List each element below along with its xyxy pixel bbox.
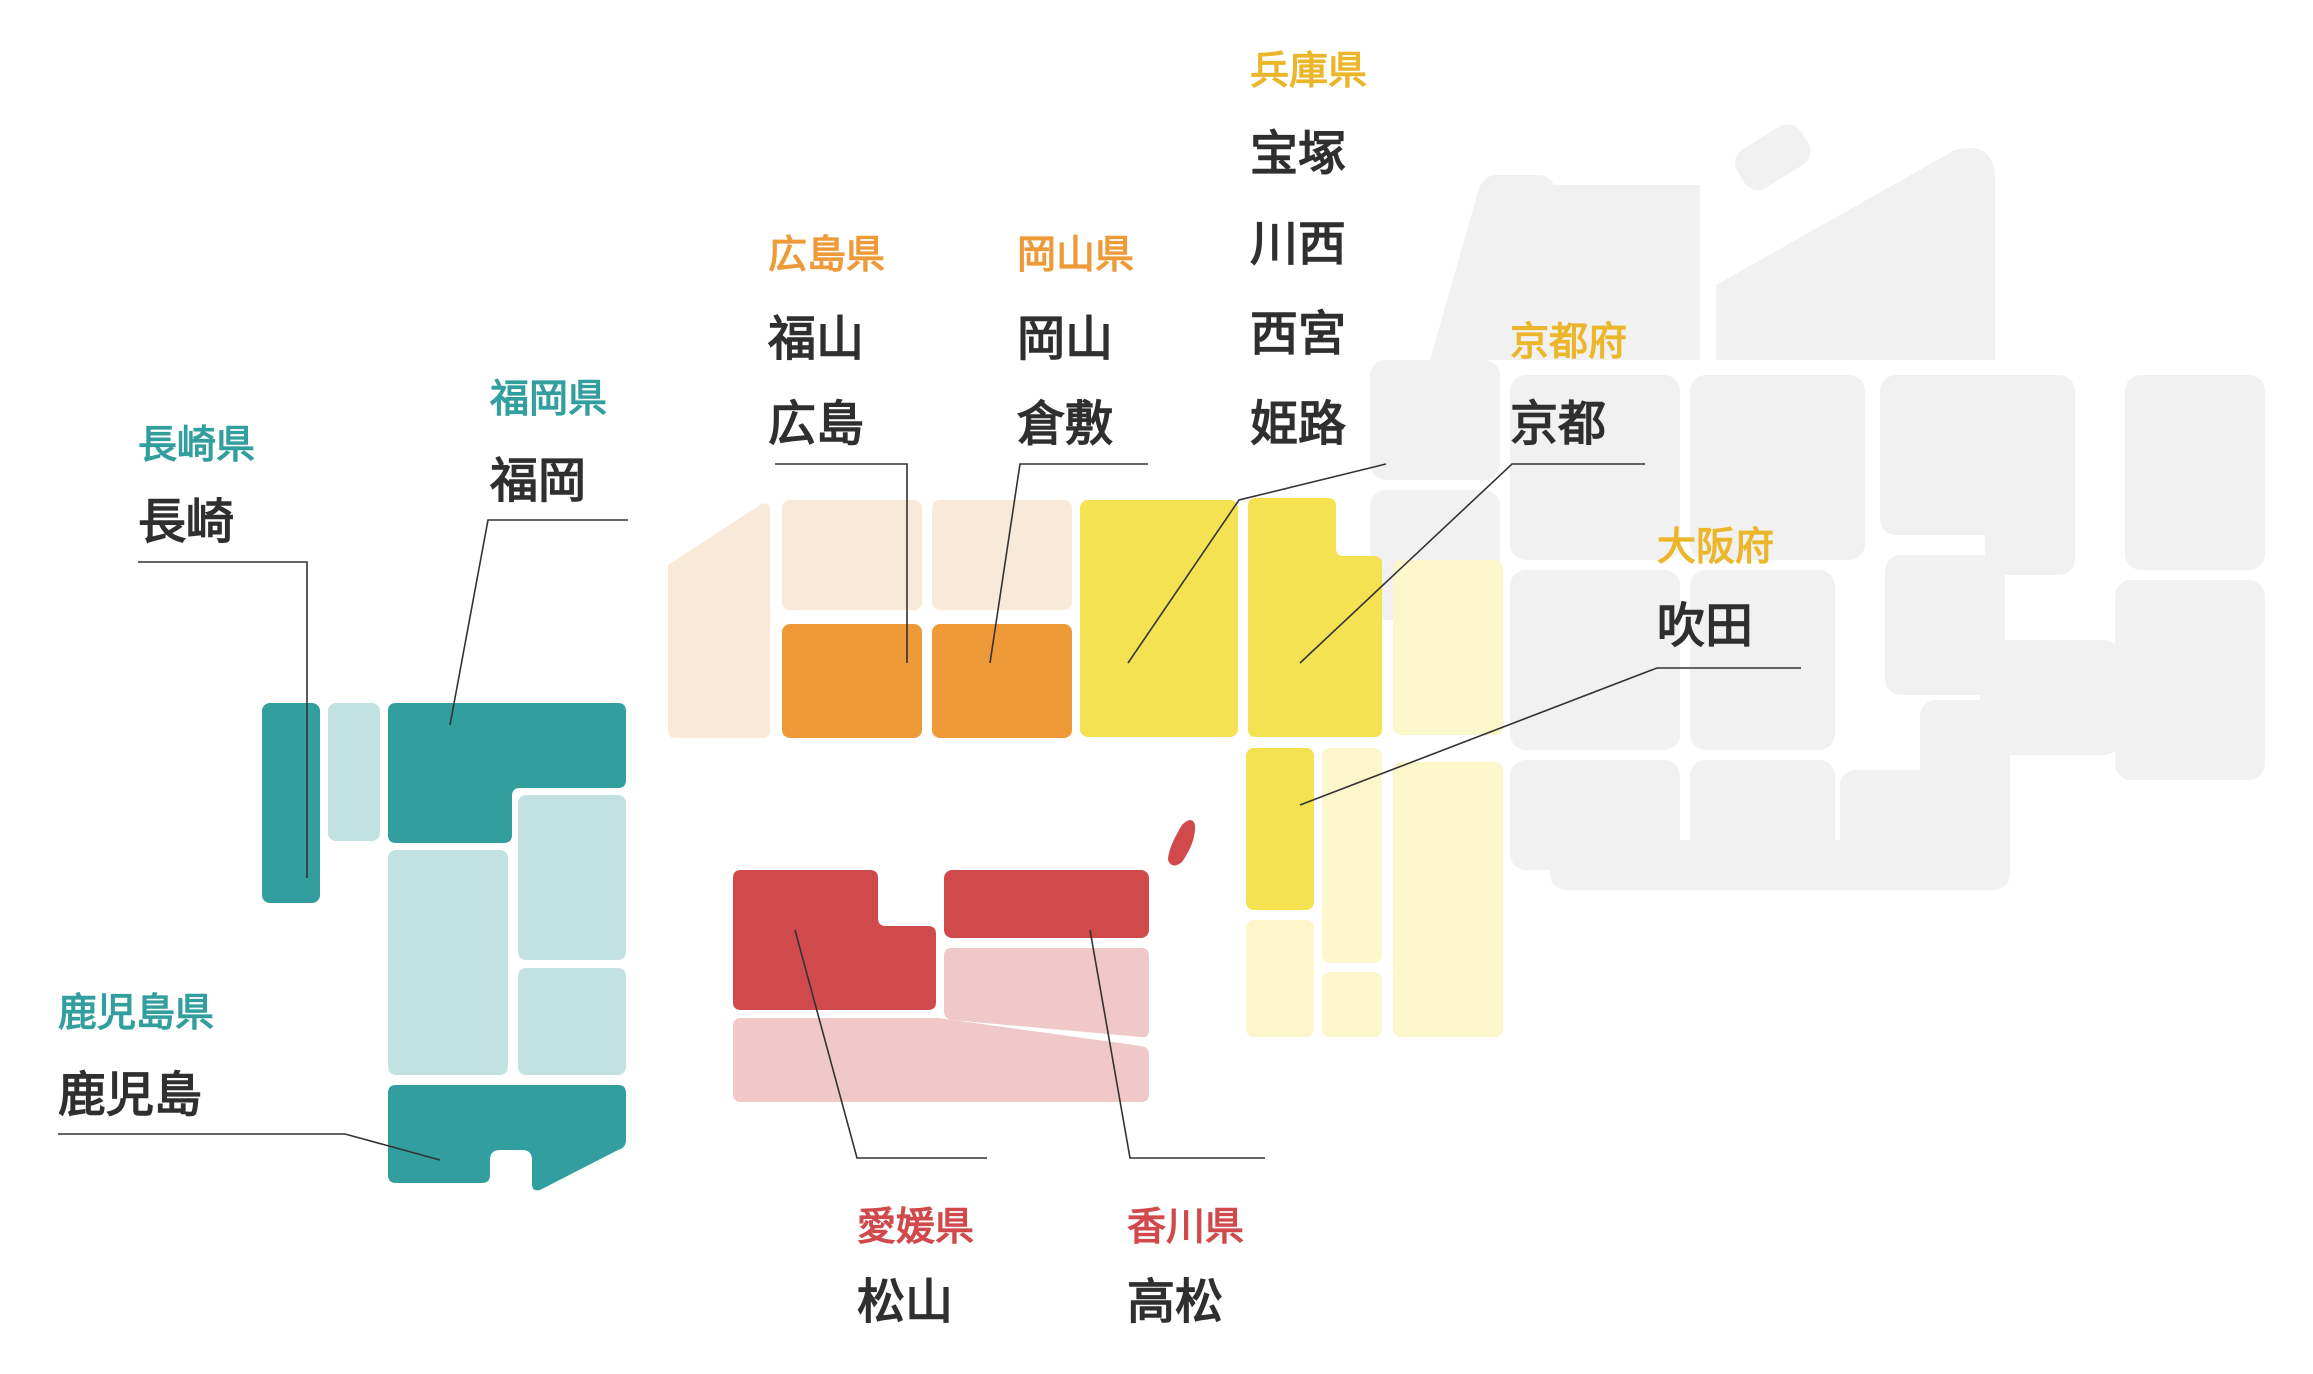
gray-block: [1735, 124, 1811, 191]
osaka-leader: [1299, 667, 1801, 806]
chugoku-region: [668, 500, 1072, 738]
oita-region: [518, 795, 626, 960]
awaji-island: [1168, 820, 1196, 866]
gray-block: [1980, 640, 2120, 755]
gray-block: [1716, 148, 1995, 360]
city-label-himeji: 姫路: [1250, 396, 1347, 452]
kochi-region: [733, 1018, 1149, 1102]
gray-block: [1480, 175, 1555, 275]
kagawa-region: [944, 870, 1149, 938]
miyazaki-region: [518, 968, 626, 1075]
leader-lines: [58, 463, 1801, 1161]
label-osaka: 大阪府 吹田: [1657, 525, 1774, 654]
city-label-hiroshima: 広島: [768, 396, 864, 452]
gray-block: [1550, 840, 1950, 890]
shimane-west-region: [782, 500, 922, 610]
saga-region: [328, 703, 380, 841]
city-label-kawanishi: 川西: [1250, 216, 1346, 272]
pref-label-osaka: 大阪府: [1657, 525, 1774, 570]
nagasaki-region: [262, 703, 320, 903]
pref-label-okayama: 岡山県: [1017, 233, 1134, 278]
hiroshima-leader: [775, 463, 908, 663]
gray-block: [2125, 375, 2265, 570]
pref-label-hyogo: 兵庫県: [1250, 49, 1367, 94]
city-label-kurashiki: 倉敷: [1016, 396, 1113, 452]
label-kyoto: 京都府 京都: [1510, 320, 1627, 452]
gray-block: [1920, 700, 2010, 890]
city-label-nagasaki: 長崎: [138, 494, 234, 550]
hyogo-leader: [1127, 463, 1387, 664]
kagawa-leader: [1089, 929, 1265, 1159]
kagoshima-leader: [58, 1133, 441, 1161]
pref-label-fukuoka: 福岡県: [489, 377, 607, 422]
ehime-leader: [794, 929, 987, 1159]
gray-block: [1510, 375, 1680, 560]
pref-label-ehime: 愛媛県: [857, 1205, 974, 1250]
city-label-kyoto: 京都: [1510, 396, 1606, 452]
kyoto-region: [1393, 560, 1503, 735]
city-label-matsuyama: 松山: [857, 1274, 953, 1330]
city-label-takarazuka: 宝塚: [1250, 126, 1346, 182]
label-hiroshima: 広島県 福山 広島: [767, 233, 885, 452]
gray-block: [2115, 580, 2265, 780]
label-hyogo: 兵庫県 宝塚 川西 西宮 姫路: [1250, 49, 1367, 452]
pref-label-kagawa: 香川県: [1127, 1205, 1244, 1250]
label-kagawa: 香川県 高松: [1127, 1205, 1244, 1330]
shikoku-region: [733, 820, 1196, 1102]
city-label-nishinomiya: 西宮: [1250, 306, 1346, 362]
pref-label-kagoshima: 鹿児島県: [58, 991, 214, 1036]
pref-label-nagasaki: 長崎県: [138, 423, 255, 468]
yamaguchi-region: [668, 503, 770, 738]
pref-label-hiroshima: 広島県: [768, 233, 885, 278]
pref-label-kyoto: 京都府: [1510, 320, 1627, 365]
mie-region: [1322, 972, 1382, 1037]
label-okayama: 岡山県 岡山 倉敷: [1016, 233, 1134, 452]
fukuoka-region: [388, 703, 626, 843]
gray-block: [1690, 570, 1835, 750]
gray-block: [1985, 375, 2075, 575]
label-fukuoka: 福岡県 福岡: [489, 377, 607, 509]
label-ehime: 愛媛県 松山: [857, 1205, 974, 1330]
hiroshima-region: [782, 624, 922, 738]
kyoto-leader: [1299, 463, 1645, 664]
gray-block: [1690, 375, 1865, 560]
nagasaki-leader: [138, 561, 308, 878]
gray-block: [1885, 555, 2005, 695]
hyogo-east-region: [1248, 498, 1382, 737]
shimane-east-region: [932, 500, 1072, 610]
city-label-fukuoka: 福岡: [489, 453, 586, 509]
ehime-region: [733, 870, 936, 1010]
city-label-takamatsu: 高松: [1127, 1274, 1223, 1330]
kagoshima-region: [388, 1085, 626, 1191]
nara-region: [1322, 748, 1382, 963]
gray-block: [1510, 570, 1680, 750]
saga-lower-region: [388, 850, 508, 1075]
kyoto-south-region: [1393, 762, 1503, 1037]
city-label-kagoshima: 鹿児島: [58, 1067, 202, 1123]
gray-region: [1370, 124, 2265, 890]
fukuoka-leader: [449, 519, 628, 726]
osaka-region: [1246, 748, 1314, 910]
gray-block: [1370, 360, 1500, 480]
okayama-leader: [989, 463, 1148, 664]
wakayama-region: [1246, 920, 1314, 1037]
label-kagoshima: 鹿児島県 鹿児島: [58, 991, 214, 1123]
kyushu-region: [262, 703, 626, 1191]
okayama-region: [932, 624, 1072, 738]
city-label-suita: 吹田: [1657, 598, 1753, 654]
label-nagasaki: 長崎県 長崎: [138, 423, 255, 550]
city-label-fukuyama: 福山: [767, 311, 864, 367]
city-label-okayama: 岡山: [1017, 311, 1113, 367]
